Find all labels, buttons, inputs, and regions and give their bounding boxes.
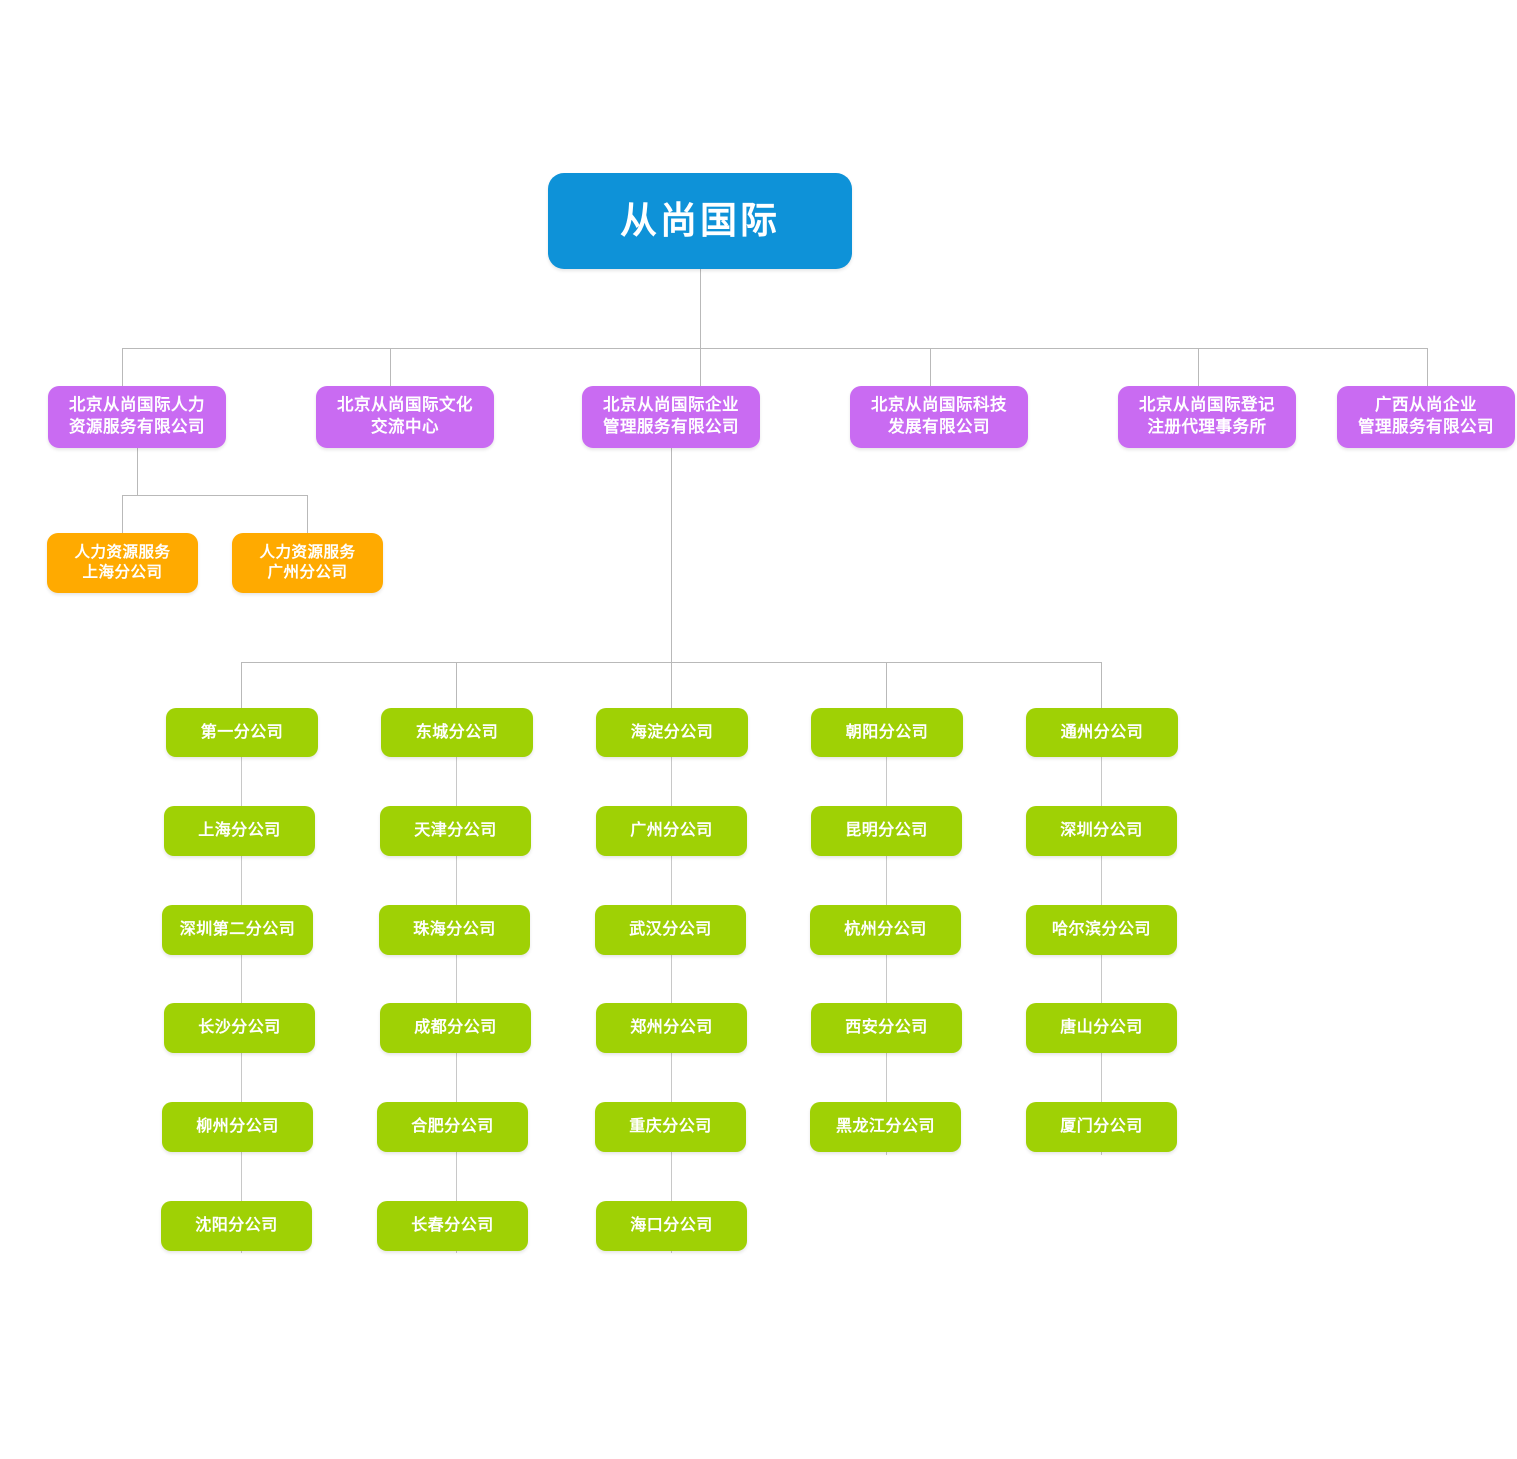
connector-enterprise-stem <box>671 448 672 663</box>
org-node-branch[interactable]: 沈阳分公司 <box>161 1201 312 1251</box>
org-node-branch[interactable]: 柳州分公司 <box>162 1102 313 1152</box>
org-node-branch[interactable]: 上海分公司 <box>164 806 315 856</box>
org-node-branch[interactable]: 黑龙江分公司 <box>810 1102 961 1152</box>
branch-column-line-1 <box>241 708 242 1253</box>
org-node-branch[interactable]: 深圳第二分公司 <box>162 905 313 955</box>
org-node-branch[interactable]: 唐山分公司 <box>1026 1003 1177 1053</box>
connector-to-hr-branch-1 <box>122 495 123 533</box>
org-node-subsidiary-hr[interactable]: 北京从尚国际人力 资源服务有限公司 <box>48 386 226 448</box>
org-node-branch[interactable]: 海淀分公司 <box>596 708 748 757</box>
org-node-branch[interactable]: 长沙分公司 <box>164 1003 315 1053</box>
org-node-branch[interactable]: 东城分公司 <box>381 708 533 757</box>
org-node-branch[interactable]: 成都分公司 <box>380 1003 531 1053</box>
connector-to-branch-col-1 <box>241 662 242 708</box>
org-node-branch[interactable]: 通州分公司 <box>1026 708 1178 757</box>
connector-to-subsidiary-2 <box>390 348 391 386</box>
org-node-subsidiary-enterprise[interactable]: 北京从尚国际企业 管理服务有限公司 <box>582 386 760 448</box>
org-node-branch[interactable]: 第一分公司 <box>166 708 318 757</box>
org-node-branch[interactable]: 长春分公司 <box>377 1201 528 1251</box>
org-node-subsidiary-culture[interactable]: 北京从尚国际文化 交流中心 <box>316 386 494 448</box>
connector-to-branch-col-3 <box>671 662 672 708</box>
org-node-branch[interactable]: 合肥分公司 <box>377 1102 528 1152</box>
org-node-branch[interactable]: 朝阳分公司 <box>811 708 963 757</box>
org-node-branch[interactable]: 厦门分公司 <box>1026 1102 1177 1152</box>
connector-to-subsidiary-4 <box>930 348 931 386</box>
org-node-branch[interactable]: 杭州分公司 <box>810 905 961 955</box>
org-node-branch[interactable]: 重庆分公司 <box>595 1102 746 1152</box>
connector-hr-bus <box>122 495 308 496</box>
connector-to-subsidiary-5 <box>1198 348 1199 386</box>
connector-to-subsidiary-3 <box>700 348 701 386</box>
org-node-branch[interactable]: 哈尔滨分公司 <box>1026 905 1177 955</box>
org-node-branch[interactable]: 武汉分公司 <box>595 905 746 955</box>
connector-to-subsidiary-1 <box>122 348 123 386</box>
org-node-branch[interactable]: 珠海分公司 <box>379 905 530 955</box>
org-node-subsidiary-registration[interactable]: 北京从尚国际登记 注册代理事务所 <box>1118 386 1296 448</box>
org-node-branch[interactable]: 深圳分公司 <box>1026 806 1177 856</box>
org-node-branch[interactable]: 昆明分公司 <box>811 806 962 856</box>
branch-column-line-2 <box>456 708 457 1253</box>
connector-hr-stem <box>137 448 138 495</box>
org-node-subsidiary-guangxi[interactable]: 广西从尚企业 管理服务有限公司 <box>1337 386 1515 448</box>
connector-to-subsidiary-6 <box>1427 348 1428 386</box>
connector-root-stem <box>700 269 701 348</box>
connector-to-branch-col-4 <box>886 662 887 708</box>
org-node-branch[interactable]: 西安分公司 <box>811 1003 962 1053</box>
org-node-hr-branch-shanghai[interactable]: 人力资源服务 上海分公司 <box>47 533 198 593</box>
org-node-branch[interactable]: 郑州分公司 <box>596 1003 747 1053</box>
connector-to-branch-col-2 <box>456 662 457 708</box>
org-node-branch[interactable]: 天津分公司 <box>380 806 531 856</box>
connector-to-branch-col-5 <box>1101 662 1102 708</box>
branch-column-line-3 <box>671 708 672 1253</box>
connector-level2-bus <box>122 348 1428 349</box>
connector-to-hr-branch-2 <box>307 495 308 533</box>
org-node-branch[interactable]: 海口分公司 <box>596 1201 747 1251</box>
org-node-branch[interactable]: 广州分公司 <box>596 806 747 856</box>
org-node-root[interactable]: 从尚国际 <box>548 173 852 269</box>
org-node-hr-branch-guangzhou[interactable]: 人力资源服务 广州分公司 <box>232 533 383 593</box>
org-node-subsidiary-technology[interactable]: 北京从尚国际科技 发展有限公司 <box>850 386 1028 448</box>
